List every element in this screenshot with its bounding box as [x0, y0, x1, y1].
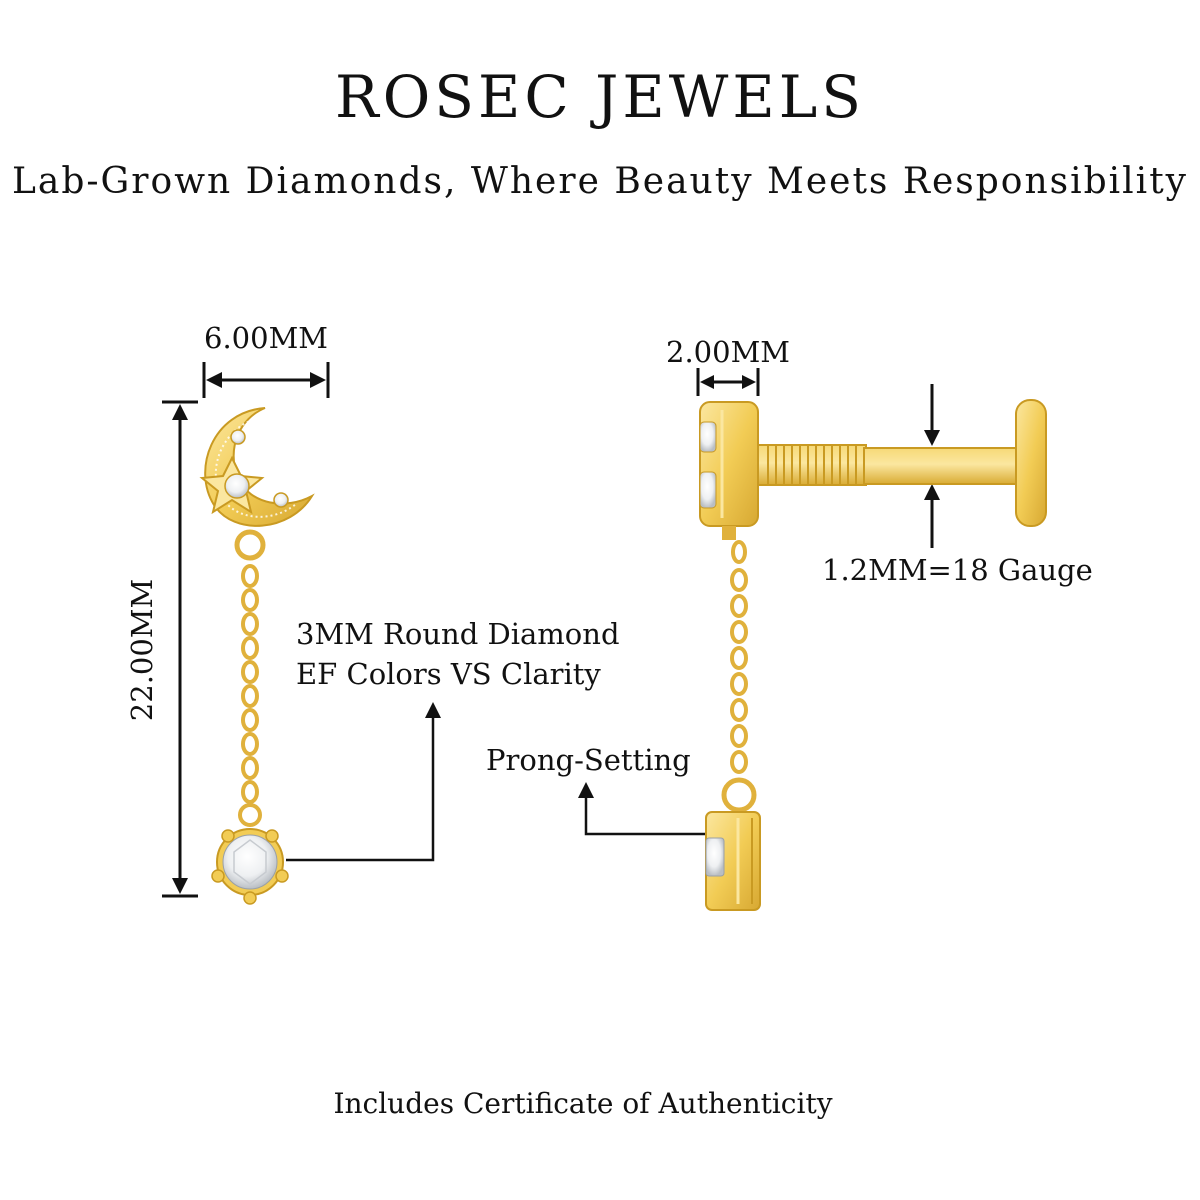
earring-side-view [699, 399, 1047, 911]
certificate-note: Includes Certificate of Authenticity [333, 1087, 833, 1120]
moon-icon [204, 407, 315, 527]
setting-callout: Prong-Setting [486, 743, 691, 777]
brand-tagline: Lab-Grown Diamonds, Where Beauty Meets R… [11, 161, 1189, 202]
brand-title: ROSEC JEWELS [335, 63, 865, 131]
diamond-icon [211, 828, 289, 905]
earring-front-view [199, 407, 315, 905]
diamond-callout-line1: 3MM Round Diamond [296, 617, 620, 651]
gauge-label: 1.2MM=18 Gauge [822, 553, 1093, 587]
chain-icon [241, 564, 259, 804]
callout-leader-setting [578, 782, 706, 836]
callout-leader-diamond [286, 702, 441, 862]
side-width-label: 2.00MM [666, 335, 790, 369]
front-width-label: 6.00MM [204, 321, 328, 355]
dimension-length-front [162, 400, 198, 898]
dimension-gauge-side [924, 384, 940, 548]
dimension-width-front [202, 362, 330, 398]
dimension-width-side [696, 368, 760, 396]
front-length-label: 22.00MM [125, 578, 159, 722]
diamond-callout-line2: EF Colors VS Clarity [296, 657, 601, 691]
